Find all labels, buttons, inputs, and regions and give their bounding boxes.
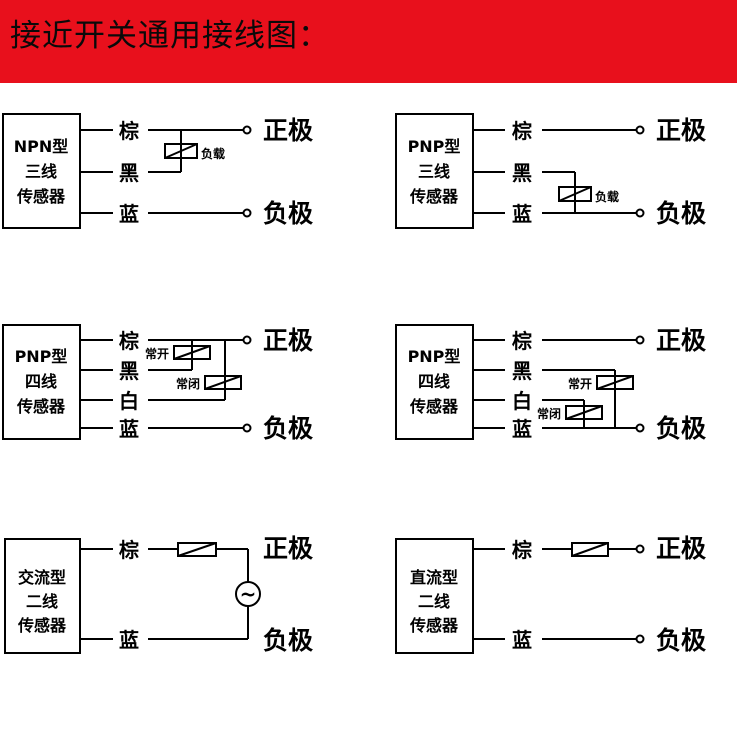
terminal (242, 125, 252, 135)
wire-white: 白 (119, 389, 139, 413)
terminal (242, 335, 252, 345)
title-banner: 接近开关通用接线图： (0, 0, 737, 83)
pole-positive: 正极 (656, 116, 706, 145)
pole-positive: 正极 (263, 534, 313, 563)
wire-white: 白 (512, 389, 532, 413)
wire-black: 黑 (512, 161, 532, 185)
diagram-ac-2wire (4, 538, 261, 654)
wire-brown: 棕 (119, 119, 139, 143)
wire-black: 黑 (119, 359, 139, 383)
diagram-dc-2wire (395, 538, 645, 654)
ac-source (235, 581, 261, 607)
pole-positive: 正极 (656, 534, 706, 563)
load-symbol (177, 542, 217, 557)
load-label: 负载 (595, 189, 619, 204)
sensor-type: 交流型 (18, 568, 66, 587)
sensor-box-pnp4b (395, 324, 474, 440)
sensor-label: 传感器 (17, 616, 67, 635)
wire-blue: 蓝 (512, 417, 532, 441)
load-symbol (558, 186, 592, 202)
diagram-pnp-4wire-a (2, 324, 252, 440)
sensor-wires: 三线 (25, 162, 57, 181)
sensor-box-dc2 (395, 538, 474, 654)
sensor-type: PNP型 (15, 347, 68, 366)
wire-brown: 棕 (512, 119, 532, 143)
wire-brown: 棕 (512, 538, 532, 562)
sensor-label: 传感器 (409, 616, 459, 635)
sensor-label: 传感器 (16, 187, 66, 206)
wire-brown: 棕 (119, 538, 139, 562)
sensor-label: 传感器 (16, 397, 66, 416)
normally-open-label: 常开 (145, 346, 169, 361)
terminal (635, 125, 645, 135)
pole-positive: 正极 (656, 326, 706, 355)
sensor-box-ac2 (4, 538, 81, 654)
relay-normally-closed (204, 375, 242, 390)
sensor-wires: 四线 (25, 372, 57, 391)
sensor-label: 传感器 (409, 397, 459, 416)
diagram-pnp-3wire (395, 113, 645, 229)
sensor-type: PNP型 (408, 137, 461, 156)
pole-negative: 负极 (263, 626, 313, 655)
terminal (635, 335, 645, 345)
pole-negative: 负极 (656, 414, 706, 443)
load-symbol (571, 542, 609, 557)
terminal (635, 208, 645, 218)
normally-closed-label: 常闭 (176, 376, 200, 391)
page-title: 接近开关通用接线图： (10, 18, 330, 54)
sensor-type: 直流型 (410, 568, 458, 587)
terminal (635, 544, 645, 554)
normally-open-label: 常开 (568, 376, 592, 391)
sensor-label: 传感器 (409, 187, 459, 206)
sensor-wires: 四线 (418, 372, 450, 391)
wire-blue: 蓝 (119, 202, 139, 226)
wire-blue: 蓝 (512, 202, 532, 226)
wire-blue: 蓝 (119, 628, 139, 652)
terminal (635, 634, 645, 644)
pole-positive: 正极 (263, 326, 313, 355)
pole-negative: 负极 (263, 414, 313, 443)
relay-normally-open (596, 375, 634, 390)
ac-symbol: ~ (240, 582, 257, 606)
diagram-pnp-4wire-b (395, 324, 645, 440)
terminal (635, 423, 645, 433)
wire-brown: 棕 (512, 329, 532, 353)
wire-black: 黑 (119, 161, 139, 185)
sensor-wires: 三线 (418, 162, 450, 181)
relay-normally-closed (565, 405, 603, 420)
sensor-wires: 二线 (26, 592, 58, 611)
load-label: 负载 (201, 146, 225, 161)
pole-negative: 负极 (263, 199, 313, 228)
normally-closed-label: 常闭 (537, 406, 561, 421)
terminal (242, 423, 252, 433)
sensor-type: NPN型 (14, 137, 69, 156)
sensor-box-pnp4a (2, 324, 81, 440)
sensor-type: PNP型 (408, 347, 461, 366)
relay-normally-open (173, 345, 211, 360)
wire-black: 黑 (512, 359, 532, 383)
terminal (242, 208, 252, 218)
pole-negative: 负极 (656, 626, 706, 655)
pole-positive: 正极 (263, 116, 313, 145)
sensor-wires: 二线 (418, 592, 450, 611)
diagram-npn-3wire (2, 113, 252, 229)
wire-blue: 蓝 (512, 628, 532, 652)
load-symbol (164, 143, 198, 159)
wire-blue: 蓝 (119, 417, 139, 441)
wire-brown: 棕 (119, 329, 139, 353)
pole-negative: 负极 (656, 199, 706, 228)
